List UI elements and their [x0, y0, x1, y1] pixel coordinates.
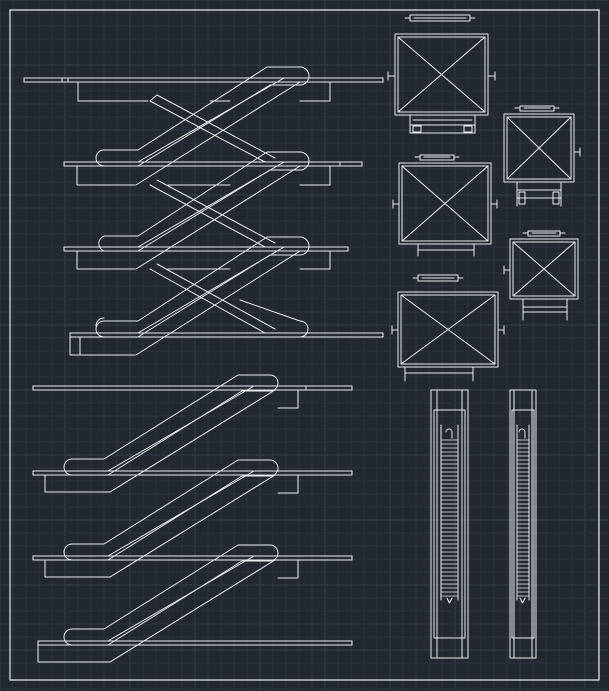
escalator-plan-1	[431, 390, 468, 658]
parallel-escalator-flight-3	[64, 545, 278, 662]
parallel-escalator-flight-1	[64, 375, 278, 492]
escalator-flight-3	[96, 237, 309, 355]
elevator-car-large-1	[388, 15, 495, 133]
crossed-escalator-elevation	[24, 67, 383, 355]
elevator-car-large-3	[392, 275, 504, 381]
plan-1-step-lines	[441, 440, 458, 596]
elevator-car-small-2	[504, 231, 578, 320]
escalator-flight-1	[96, 67, 309, 185]
escalator-plan-2	[510, 390, 536, 658]
plan-2-step-lines	[517, 440, 529, 596]
escalator-flight-2	[99, 152, 309, 269]
floor-slab-level-1	[24, 78, 383, 101]
escalator-flight-4	[96, 300, 308, 337]
parallel-escalator-elevation	[33, 375, 352, 662]
parallel-escalator-flight-2	[64, 460, 278, 577]
sheet-border	[10, 10, 599, 680]
elevator-car-large-2	[393, 155, 497, 256]
elevator-car-small-1	[504, 106, 580, 206]
parallel-floor-level-1	[33, 386, 352, 408]
